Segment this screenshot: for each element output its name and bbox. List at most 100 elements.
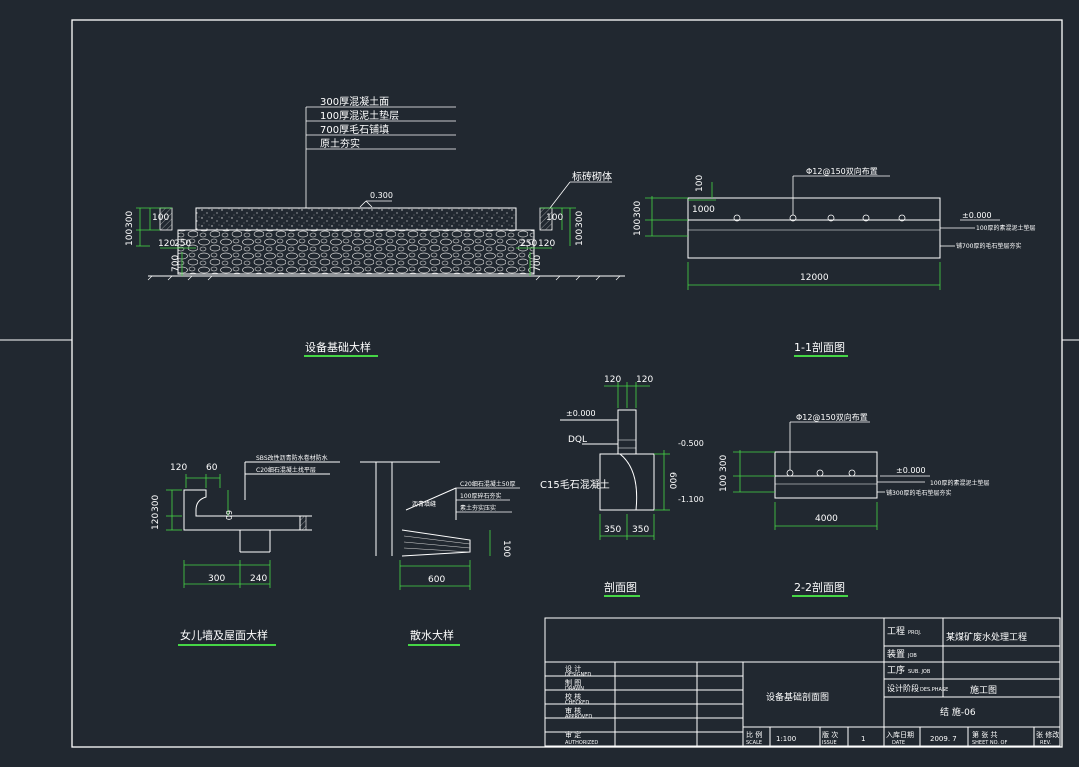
scale-label: 比 例 [746, 730, 762, 739]
dim-label: 240 [250, 574, 267, 584]
foundation-detail: 300厚混凝土面 100厚混泥土垫层 700厚毛石铺填 原土夯实 0.300 标… [125, 95, 625, 357]
dim-label: 250 [174, 239, 191, 249]
dim-label: 350 [604, 525, 621, 535]
apron-detail: 沥青填缝 C20细石混凝土50厚 100厚碎石夯实 素土夯实压实 600 100… [360, 461, 520, 646]
dim-label: 60 [206, 463, 218, 473]
layer-label: 原土夯实 [320, 137, 360, 150]
dim-label: 350 [632, 525, 649, 535]
dim-label: 100 [633, 219, 643, 236]
brick-label: 标砖砌体 [572, 170, 612, 183]
sub-en: SUB. JOB [908, 669, 931, 675]
dim-label: 300 [208, 574, 225, 584]
note: C20细石混凝土50厚 [460, 480, 515, 488]
dim-label: 100 [695, 175, 705, 192]
dim-label: 60 [224, 510, 233, 520]
role-cn: 校 核 [565, 692, 581, 701]
dim-label: 300 [719, 455, 729, 472]
section-1-1: Φ12@150双向布置 ±0.000 100厚的素混泥土垫层 铺700厚的毛石垫… [633, 166, 1035, 357]
role-cn: 审 定 [565, 730, 581, 739]
note: 100厚的素混泥土垫层 [930, 479, 989, 487]
drawing-title: 设备基础剖面图 [766, 691, 829, 703]
stage-label: 设计阶段 [887, 683, 919, 693]
issue-en: ISSUE [822, 740, 837, 746]
date-label: 入库日期 [886, 730, 914, 739]
proj-value: 某煤矿废水处理工程 [946, 631, 1027, 643]
dim-label: 100 [501, 540, 511, 557]
view-title: 女儿墙及屋面大样 [180, 628, 268, 642]
view-title: 1-1剖面图 [794, 340, 845, 354]
note: 铺300厚的毛石垫层夯实 [886, 489, 951, 497]
dim-label: 600 [667, 472, 677, 489]
rev-en: REV. [1040, 740, 1051, 746]
role-en: DRAWN [565, 686, 584, 692]
role-cn: 设 计 [565, 664, 581, 673]
dim-label: 120 [151, 513, 161, 530]
stage-en: DES.PHASE [920, 687, 948, 693]
sheet-label: 第 张 共 [972, 730, 997, 739]
note: 100厚的素混泥土垫层 [976, 224, 1035, 232]
item-en: JOB [907, 653, 917, 659]
layer-label: 100厚混泥土垫层 [320, 109, 399, 122]
dql-label: DQL [568, 435, 587, 445]
view-title: 设备基础大样 [305, 340, 371, 354]
rev-label: 张 修改 [1036, 730, 1059, 739]
dim-label: 600 [428, 575, 445, 585]
rebar-label: Φ12@150双向布置 [806, 166, 878, 176]
item-label: 装置 [887, 648, 905, 660]
rebar-label: Φ12@150双向布置 [796, 412, 868, 422]
note: 铺700厚的毛石垫层夯实 [956, 242, 1021, 250]
section-2-2: Φ12@150双向布置 ±0.000 100厚的素混泥土垫层 铺300厚的毛石垫… [719, 412, 989, 597]
elevation-label: ±0.000 [896, 466, 926, 475]
elevation-label: ±0.000 [566, 409, 596, 418]
layer-label: 700厚毛石铺填 [320, 123, 389, 136]
dim-label: 100 [719, 475, 729, 492]
note: 沥青填缝 [412, 500, 436, 508]
role-en: AUTHORIZED [565, 740, 598, 746]
dim-label: 700 [533, 255, 543, 272]
view-title: 剖面图 [604, 580, 637, 594]
dim-label: 100 [546, 213, 563, 223]
role-cn: 审 核 [565, 706, 581, 715]
issue-value: 1 [861, 735, 865, 743]
view-title: 散水大样 [410, 628, 454, 642]
dim-label: 100 [575, 229, 585, 246]
role-en: DESIGNED [565, 672, 591, 678]
note: C20细石混凝土找平层 [256, 466, 316, 474]
drawing-frame [0, 19, 1079, 748]
date-en: DATE [892, 740, 905, 746]
elevation-label: -1.100 [678, 495, 704, 504]
elevation-label: -0.500 [678, 439, 704, 448]
drawing-no: 结 施-06 [940, 706, 976, 718]
role-en: CHECKED [565, 700, 589, 706]
dim-label: 300 [151, 495, 161, 512]
dim-label: 100 [152, 213, 169, 223]
dim-label: 1000 [692, 205, 715, 215]
view-title: 2-2剖面图 [794, 580, 845, 594]
dim-label: 120 [636, 375, 653, 385]
dim-label: 300 [125, 211, 135, 228]
sub-label: 工序 [887, 664, 905, 676]
scale-value: 1:100 [776, 735, 796, 743]
proj-label: 工程 [887, 626, 905, 637]
layer-label: 300厚混凝土面 [320, 95, 389, 108]
parapet-detail: SBS改性沥青防水卷材防水 C20细石混凝土找平层 120 60 60 120 … [151, 454, 340, 646]
elevation-label: 0.300 [370, 191, 393, 200]
sheet-en: SHEET NO. OF [972, 740, 1007, 746]
dim-label: 300 [633, 201, 643, 218]
proj-en: PROJ. [908, 630, 922, 636]
date-value: 2009. 7 [930, 735, 957, 743]
note: 素土夯实压实 [460, 504, 496, 512]
dim-label: 4000 [815, 514, 838, 524]
dim-label: 100 [125, 229, 135, 246]
dim-label: 12000 [800, 273, 829, 283]
scale-en: SCALE [746, 740, 762, 746]
note: SBS改性沥青防水卷材防水 [256, 454, 328, 462]
dim-label: 120 [158, 239, 175, 249]
role-en: APPROVED [565, 714, 592, 720]
issue-label: 版 次 [822, 730, 838, 739]
dim-label: 700 [171, 255, 181, 272]
elevation-label: ±0.000 [962, 211, 992, 220]
material-label: C15毛石混凝土 [540, 478, 610, 491]
dim-label: 120 [170, 463, 187, 473]
